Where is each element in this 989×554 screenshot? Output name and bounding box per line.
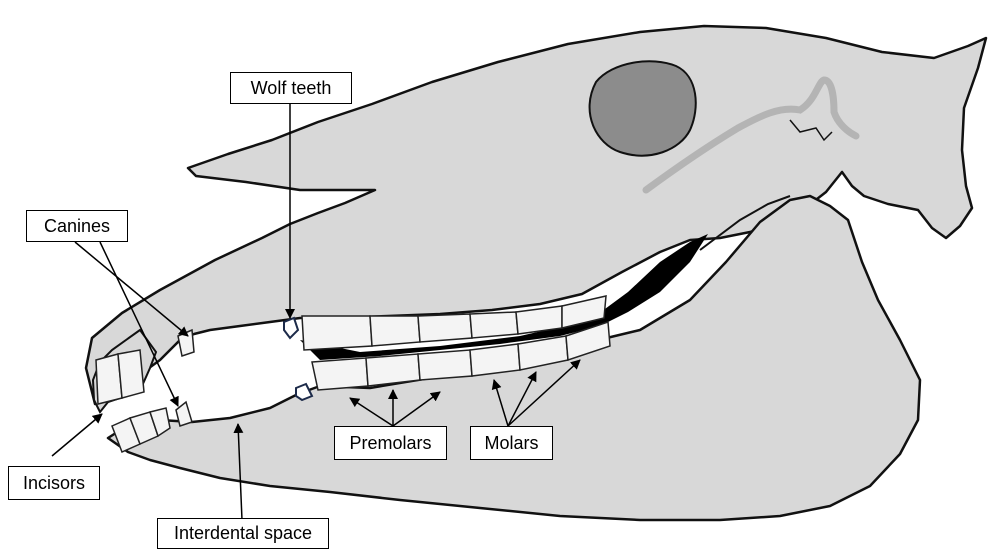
wolf-tooth-lower bbox=[296, 384, 312, 400]
label-wolf-teeth: Wolf teeth bbox=[230, 72, 352, 104]
label-molars: Molars bbox=[470, 426, 553, 460]
wolf-tooth-upper bbox=[284, 318, 298, 338]
label-canines: Canines bbox=[26, 210, 128, 242]
label-premolars: Premolars bbox=[334, 426, 447, 460]
incisors-pointer bbox=[52, 414, 102, 456]
eye-socket bbox=[590, 61, 696, 155]
label-incisors: Incisors bbox=[8, 466, 100, 500]
label-interdental-space: Interdental space bbox=[157, 518, 329, 549]
upper-incisors bbox=[96, 350, 144, 404]
